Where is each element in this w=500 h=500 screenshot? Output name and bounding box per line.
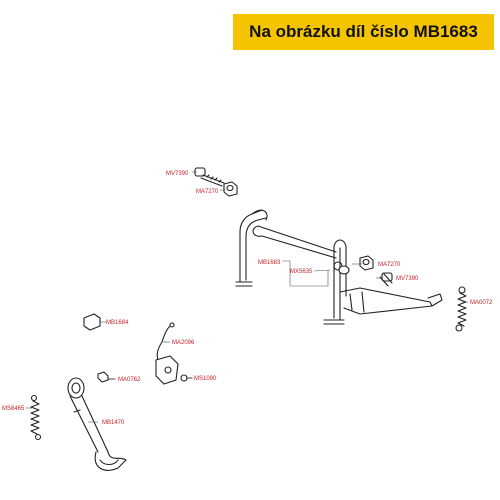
label-mb1684: MB1684 <box>106 320 129 326</box>
bolt-mv7390-right <box>379 272 393 287</box>
label-mb1470: MB1470 <box>102 420 125 426</box>
center-stand-mb1683 <box>235 209 443 325</box>
label-mb1683: MB1683 <box>258 260 281 266</box>
label-ma0762: MA0762 <box>118 377 141 383</box>
label-ma7270-right: MA7270 <box>378 262 401 268</box>
side-stand-mb1470 <box>67 377 127 471</box>
label-mx5635: MX5635 <box>290 269 313 275</box>
stopper-mb1684 <box>83 313 101 331</box>
label-ma0072: MA0072 <box>470 300 493 306</box>
label-mv7390-top: MV7390 <box>166 171 189 177</box>
bolt-ma0762 <box>97 371 115 383</box>
spring-ma0072 <box>455 286 467 332</box>
nut-ma7270-right <box>359 255 374 271</box>
label-ma2096: MA2096 <box>172 340 195 346</box>
bolt-mv7390-top <box>194 167 225 187</box>
part-number-banner: Na obrázku díl číslo MB1683 <box>233 14 494 50</box>
leader-lines <box>26 171 468 423</box>
label-ma7270-top: MA7270 <box>196 189 219 195</box>
spring-ms8465 <box>30 394 42 441</box>
nut-ma7270-top <box>223 181 238 197</box>
label-mv7390-right: MV7390 <box>396 276 419 282</box>
switch-ma2096 <box>155 322 179 385</box>
label-ms1090: MS1090 <box>194 376 217 382</box>
label-ms8465: MS8465 <box>2 406 25 412</box>
part-labels: MV7390 MA7270 MB1683 MX5635 MA7270 MV739… <box>2 171 493 426</box>
